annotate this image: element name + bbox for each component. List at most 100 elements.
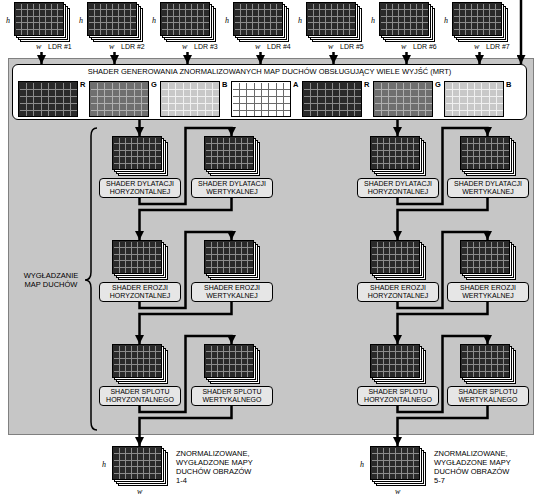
shader-node: SHADER EROZJI HORYZONTALNEJ: [357, 240, 439, 302]
grid-line: [454, 16, 501, 17]
process-panel: [9, 59, 534, 435]
grid-line: [372, 156, 419, 157]
grid-line: [89, 29, 136, 30]
image-stack-drawing: [460, 240, 516, 280]
grid-line: [235, 29, 282, 30]
channel-grid: R: [18, 81, 88, 118]
grid-line: [446, 110, 503, 111]
flow-arrow: [398, 406, 488, 446]
shader-box: SHADER DYLATACJI HORYZONTALNEJ: [99, 178, 181, 198]
grid-line: [372, 453, 419, 454]
dimension-label: h: [371, 17, 375, 25]
grid-cell-fill: [371, 137, 420, 170]
grid-line: [381, 29, 428, 30]
grid-line: [206, 163, 253, 164]
image-stack-drawing: [112, 240, 168, 280]
shader-label: SHADER EROZJI WERTYKALNEJ: [460, 284, 516, 299]
grid-line: [206, 364, 253, 365]
grid-line: [454, 9, 501, 10]
image-stack-drawing: [370, 136, 426, 176]
shader-label: SHADER SPLOTU WERTYKALNEGO: [458, 388, 517, 403]
grid-line: [91, 110, 148, 111]
grid-line: [162, 110, 219, 111]
shader-box: SHADER EROZJI HORYZONTALNEJ: [357, 282, 439, 302]
mrt-shader-box: SHADER GENEROWANIA ZNORMALIZOWANYCH MAP …: [12, 64, 527, 120]
image-stack-drawing: [204, 136, 260, 176]
shader-node: SHADER DYLATACJI HORYZONTALNEJ: [357, 136, 439, 198]
grid-line: [233, 96, 290, 97]
image-stack-drawing: [112, 136, 168, 176]
grid-line: [162, 96, 219, 97]
channel-label: R: [364, 81, 369, 89]
shader-label: SHADER DYLATACJI WERTYKALNEJ: [454, 180, 522, 195]
grid-line: [372, 364, 419, 365]
grid-line: [462, 351, 509, 352]
dimension-label: w: [328, 43, 333, 51]
grid-line: [372, 260, 419, 261]
grid-line: [20, 89, 77, 90]
image-stack: hwLDR #4: [225, 2, 297, 52]
dimension-label: w: [474, 43, 479, 51]
grid-line: [206, 254, 253, 255]
grid-cell-fill: [15, 3, 64, 36]
grid-line: [114, 260, 161, 261]
group-label: WYGŁADZANIE MAP DUCHÓW: [20, 271, 82, 289]
image-stack-drawing: [14, 2, 70, 42]
image-stack-drawing: [160, 2, 216, 42]
grid-line: [372, 150, 419, 151]
grid-line: [206, 156, 253, 157]
flow-arrow: [138, 120, 141, 136]
grid-line: [304, 110, 361, 111]
output-label: ZNORMALIZOWANE, WYGŁADZONE MAPY DUCHÓW O…: [434, 449, 518, 485]
grid-cell-fill: [307, 3, 356, 36]
channel-grid-drawing: [160, 81, 221, 118]
dimension-label: w: [401, 43, 406, 51]
shader-box: SHADER DYLATACJI WERTYKALNEJ: [191, 178, 273, 198]
grid-line: [114, 267, 161, 268]
image-stack-drawing: [112, 446, 168, 486]
channel-grid: B: [160, 81, 230, 118]
grid-cell-fill: [113, 241, 162, 274]
channel-grid-drawing: [18, 81, 79, 118]
grid-cell-fill: [461, 241, 510, 274]
grid-line: [454, 29, 501, 30]
grid-line: [462, 143, 509, 144]
dimension-label: h: [152, 17, 156, 25]
channel-grid-drawing: [302, 81, 363, 118]
grid-line: [372, 473, 419, 474]
grid-cell-fill: [371, 345, 420, 378]
grid-cell-fill: [113, 137, 162, 170]
grid-line: [114, 473, 161, 474]
grid-line: [162, 29, 209, 30]
image-stack-drawing: [87, 2, 143, 42]
dimension-label: h: [360, 461, 364, 469]
grid-cell-fill: [19, 82, 78, 117]
grid-cell-fill: [453, 3, 502, 36]
grid-line: [206, 371, 253, 372]
grid-line: [206, 247, 253, 248]
shader-node: SHADER DYLATACJI WERTYKALNEJ: [447, 136, 529, 198]
shader-label: SHADER SPLOTU WERTYKALNEGO: [202, 388, 261, 403]
grid-line: [114, 358, 161, 359]
dimension-label: h: [225, 17, 229, 25]
grid-line: [16, 22, 63, 23]
grid-cell-fill: [303, 82, 362, 117]
channel-grid-drawing: [444, 81, 505, 118]
dimension-label: w: [182, 43, 187, 51]
grid-line: [381, 16, 428, 17]
shader-node: SHADER DYLATACJI WERTYKALNEJ: [191, 136, 273, 198]
shader-node: SHADER EROZJI HORYZONTALNEJ: [99, 240, 181, 302]
image-label: LDR #3: [194, 43, 218, 50]
grid-line: [462, 358, 509, 359]
grid-cell-fill: [371, 241, 420, 274]
dimension-label: w: [255, 43, 260, 51]
shader-node: SHADER DYLATACJI HORYZONTALNEJ: [99, 136, 181, 198]
grid-line: [16, 9, 63, 10]
dimension-label: w: [137, 488, 142, 496]
grid-cell-fill: [461, 137, 510, 170]
grid-line: [375, 110, 432, 111]
dimension-label: h: [79, 17, 83, 25]
flow-arrow: [186, 52, 189, 64]
output-stack: hwZNORMALIZOWANE, WYGŁADZONE MAPY DUCHÓW…: [360, 446, 520, 498]
grid-line: [206, 351, 253, 352]
